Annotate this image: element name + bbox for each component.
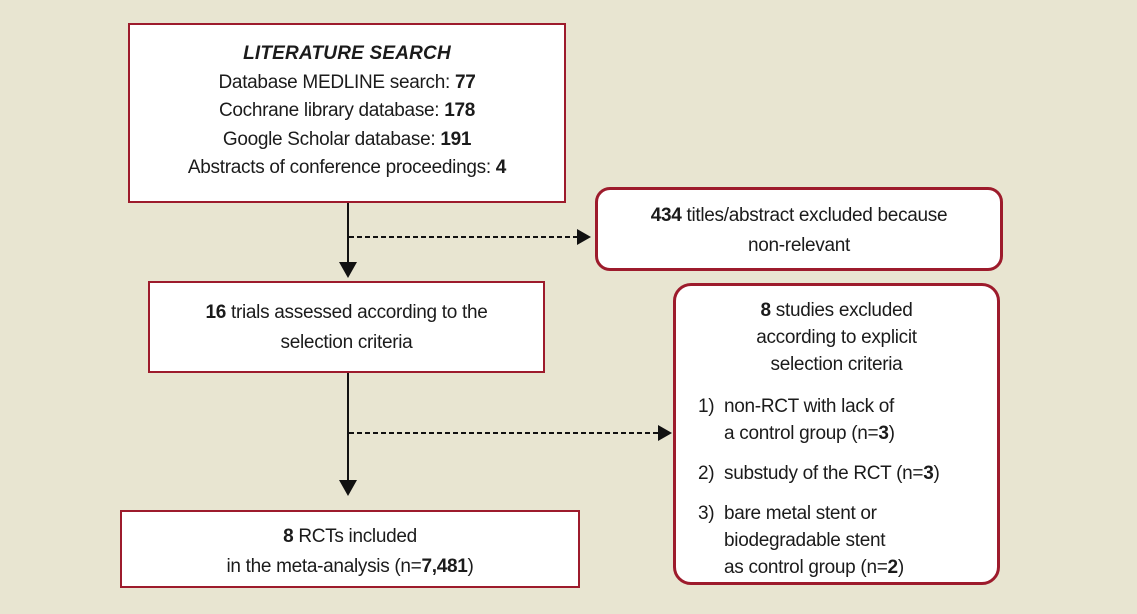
titles-excluded-box: 434 titles/abstract excluded because non-… <box>595 187 1003 271</box>
studies-excluded-reasons-list: 1) non-RCT with lack of a control group (n… <box>676 393 997 581</box>
text-line: 8 RCTs included <box>283 526 417 547</box>
text-line: substudy of the RCT (n=3) <box>724 463 940 484</box>
text-line: non-relevant <box>747 235 851 256</box>
dashed-arrow-to-titles-excluded-line <box>349 235 577 238</box>
text-line: as control group (n=2) <box>724 557 904 578</box>
arrow-right-icon <box>658 425 672 441</box>
dashed-arrow-to-studies-excluded-line <box>349 431 658 434</box>
text-line: Abstracts of conference proceedings: 4 <box>187 157 507 178</box>
literature-search-lines: Database MEDLINE search: 77 Cochrane libr… <box>130 69 564 183</box>
text-line: in the meta-analysis (n=7,481) <box>226 556 474 577</box>
list-item-text: substudy of the RCT (n=3) <box>724 460 997 487</box>
text-line: a control group (n=3) <box>724 423 895 444</box>
studies-excluded-header: 8 studies excluded according to explicit s… <box>676 297 997 378</box>
text-line: selection criteria <box>770 354 903 375</box>
trials-assessed-box: 16 trials assessed according to the selec… <box>148 281 545 373</box>
list-item-text: bare metal stent or biodegradable stent as… <box>724 500 997 581</box>
excluded-reason-item: 1) non-RCT with lack of a control group (n… <box>698 393 997 447</box>
excluded-reason-item: 2) substudy of the RCT (n=3) <box>698 460 997 487</box>
literature-search-title: LITERATURE SEARCH <box>243 43 451 64</box>
text-line: Cochrane library database: 178 <box>218 100 476 121</box>
text-line: Database MEDLINE search: 77 <box>218 71 476 93</box>
text-line: bare metal stent or <box>724 503 877 524</box>
text-line: 434 titles/abstract excluded because <box>650 205 948 226</box>
arrow-down-icon <box>338 262 357 278</box>
arrow-trials-to-included-line <box>346 373 349 483</box>
titles-excluded-lines: 434 titles/abstract excluded because non-… <box>598 201 1000 261</box>
rcts-included-box: 8 RCTs included in the meta-analysis (n=7… <box>120 510 580 588</box>
list-marker: 3) <box>698 503 715 524</box>
text-line: 16 trials assessed according to the <box>205 302 488 323</box>
rcts-included-lines: 8 RCTs included in the meta-analysis (n=7… <box>122 522 578 582</box>
text-line: Google Scholar database: 191 <box>222 128 472 150</box>
text-line: biodegradable stent <box>724 530 886 551</box>
list-marker: 1) <box>698 396 715 417</box>
list-item-text: non-RCT with lack of a control group (n=3… <box>724 393 997 447</box>
list-marker: 2) <box>698 463 715 484</box>
arrow-right-icon <box>577 229 591 245</box>
text-line: selection criteria <box>280 332 413 353</box>
text-line: non-RCT with lack of <box>724 396 894 417</box>
literature-search-box: LITERATURE SEARCH Database MEDLINE searc… <box>128 23 566 203</box>
trials-assessed-lines: 16 trials assessed according to the selec… <box>150 298 543 358</box>
text-line: according to explicit <box>756 327 917 348</box>
arrow-literature-to-trials-line <box>346 203 349 265</box>
text-line: 8 studies excluded <box>760 300 913 321</box>
arrow-down-icon <box>338 480 357 496</box>
excluded-reason-item: 3) bare metal stent or biodegradable stent… <box>698 500 997 581</box>
studies-excluded-box: 8 studies excluded according to explicit s… <box>673 283 1000 585</box>
